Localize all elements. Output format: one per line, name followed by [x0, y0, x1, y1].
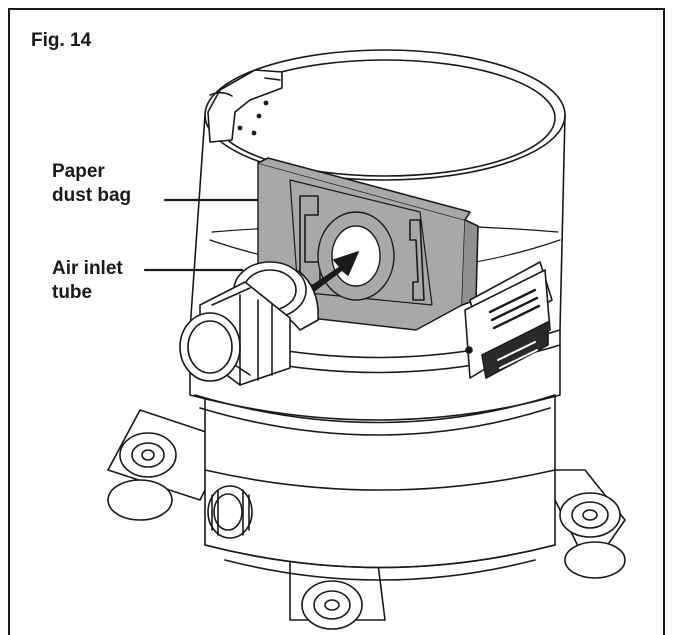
- air-inlet-tube: [179, 261, 319, 386]
- inlet-tube-label: Air inlet tube: [52, 257, 123, 305]
- figure-title: Fig. 14: [31, 30, 92, 51]
- dust-bag-label-line2: dust bag: [52, 185, 132, 206]
- side-knob: [207, 485, 253, 539]
- figure-frame: [8, 8, 665, 635]
- inlet-tube-label-line1: Air inlet: [52, 258, 123, 279]
- lower-drum: [204, 394, 556, 581]
- inlet-tube-label-line2: tube: [52, 282, 93, 303]
- dust-bag-label: Paper dust bag: [52, 160, 131, 208]
- caster-front-right: [539, 469, 626, 579]
- dust-bag-label-line1: Paper: [52, 161, 105, 182]
- top-handle: [207, 69, 283, 143]
- right-latch: [464, 261, 553, 379]
- insertion-arrow: [305, 251, 359, 295]
